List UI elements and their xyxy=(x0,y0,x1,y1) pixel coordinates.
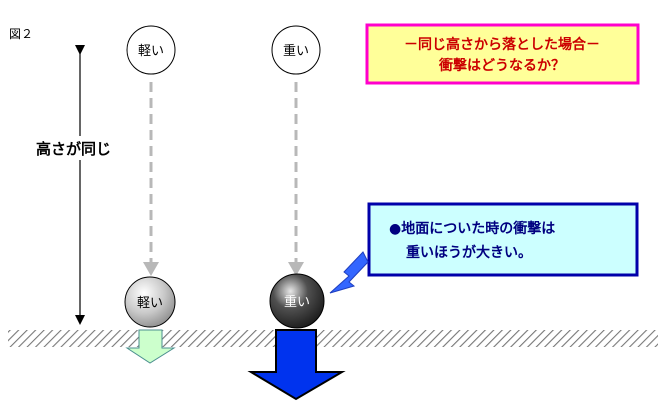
heavy-ball-top xyxy=(271,25,321,75)
pointer-arrow xyxy=(329,251,369,294)
note-line-1: ●地面についた時の衝撃は xyxy=(389,220,555,237)
heavy-ball-bottom xyxy=(269,273,325,329)
note-box xyxy=(367,202,639,277)
title-line-2: 衝撃はどうなるか？ xyxy=(438,57,565,74)
heavy-ball-bottom-label: 重い xyxy=(284,294,310,310)
light-ball-top-label: 軽い xyxy=(138,44,164,59)
figure-label: 図２ xyxy=(9,27,33,41)
heavy-ball-top-label: 重い xyxy=(283,43,309,59)
height-label-bg xyxy=(30,136,128,160)
note-line-2: 重いほうが大きい。 xyxy=(406,244,532,261)
title-box xyxy=(365,23,640,85)
light-ball-bottom-label: 軽い xyxy=(137,296,163,311)
heavy-impact-arrow xyxy=(247,329,346,401)
ground xyxy=(8,330,658,347)
light-drop-arrowhead xyxy=(143,262,159,276)
heavy-drop-arrowhead xyxy=(288,262,304,276)
light-ball-bottom xyxy=(124,276,176,328)
height-label: 高さが同じ xyxy=(36,140,111,158)
light-impact-arrow xyxy=(125,329,176,364)
title-line-1: －同じ高さから落とした場合－ xyxy=(404,36,600,53)
light-ball-top xyxy=(126,25,176,75)
